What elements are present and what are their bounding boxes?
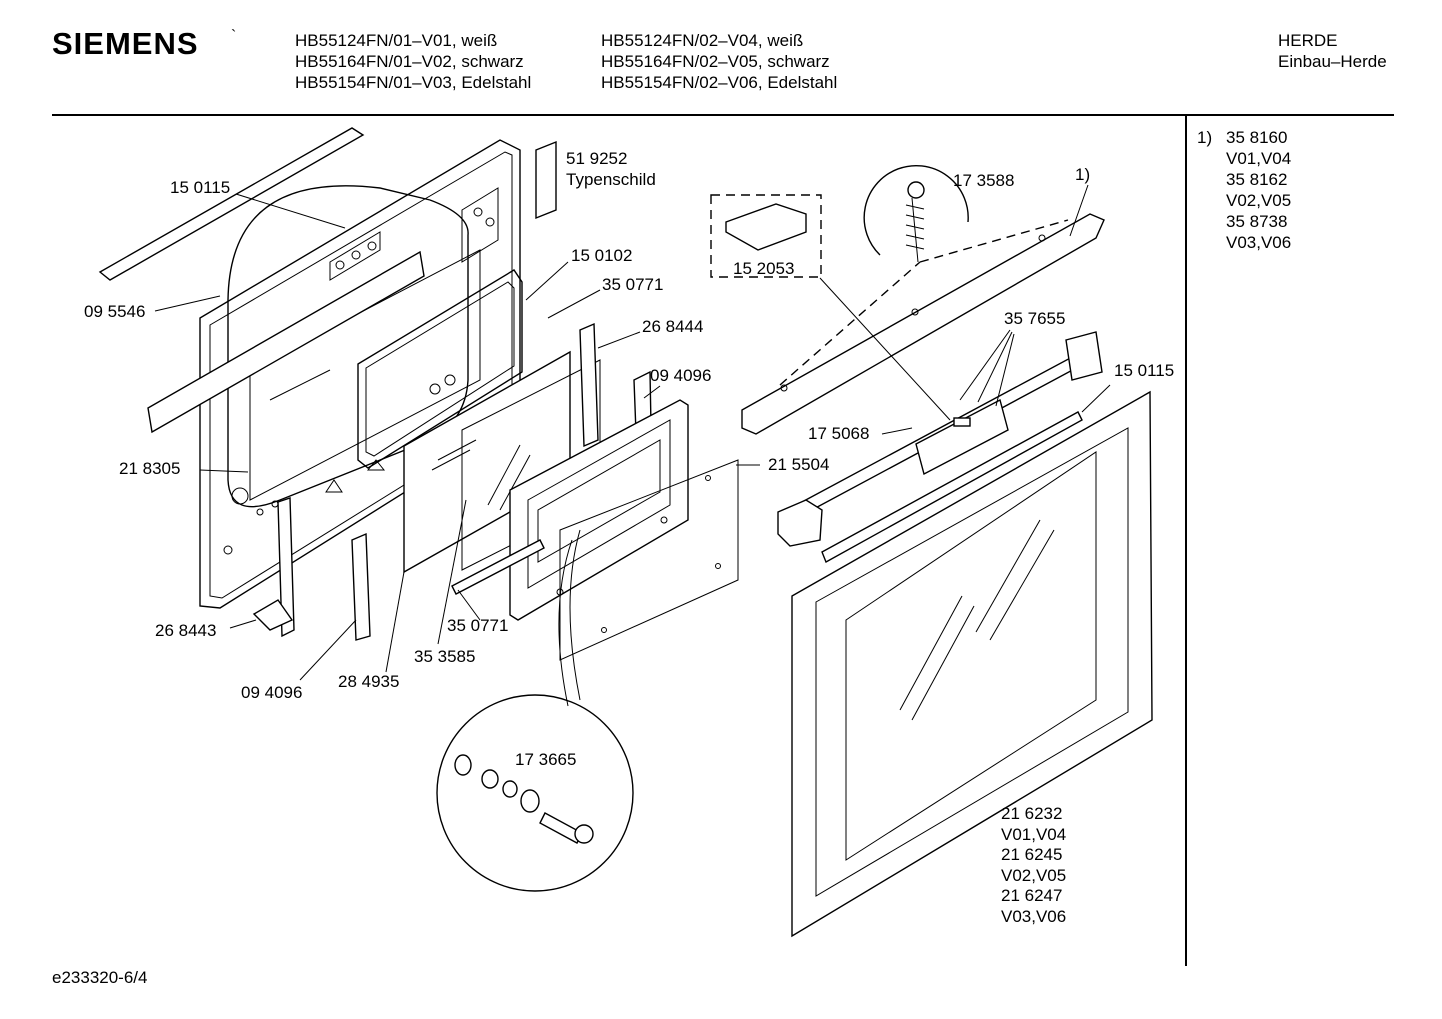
part-label: 35 0771 [602, 275, 664, 294]
model-list-right: HB55124FN/02–V04, weiß HB55164FN/02–V05,… [601, 30, 837, 93]
part-label: 28 4935 [338, 672, 400, 691]
part-label: 51 9252 [566, 149, 628, 168]
part-label: 09 4096 [241, 683, 303, 702]
side-divider [1185, 116, 1187, 966]
door-variant-line: V02,V05 [1001, 865, 1067, 885]
lower-rail [451, 539, 545, 595]
door-gasket [227, 185, 469, 508]
side-note-line: V03,V06 [1226, 233, 1292, 252]
door-back-plate [559, 459, 739, 661]
inner-door-frame [509, 399, 689, 621]
model-entry: HB55154FN/02–V06, Edelstahl [601, 73, 838, 92]
part-label: Typenschild [566, 170, 656, 189]
type-plate-sticker [535, 140, 557, 220]
part-label: 21 8305 [119, 459, 181, 478]
door-variant-line: 21 6232 [1001, 804, 1063, 823]
category-subtitle: Einbau–Herde [1278, 52, 1387, 71]
part-label: 17 3588 [953, 171, 1015, 190]
part-label: 35 0771 [447, 616, 509, 635]
part-box-152053 [710, 194, 822, 278]
part-label: 26 8443 [155, 621, 217, 640]
cover-strip [147, 250, 425, 434]
door-variant-line: 21 6245 [1001, 845, 1063, 864]
door-variant-line: 21 6247 [1001, 886, 1063, 905]
part-label: 09 4096 [650, 366, 712, 385]
side-note-list: 35 8160 V01,V04 35 8162 V02,V05 35 8738 … [1226, 127, 1291, 253]
leader-lines [154, 184, 1111, 681]
frame-vent-slot [329, 231, 381, 281]
model-entry: HB55164FN/01–V02, schwarz [295, 52, 524, 71]
model-entry: HB55124FN/01–V01, weiß [295, 31, 498, 50]
support-rail-left [351, 532, 371, 641]
model-entry: HB55154FN/01–V03, Edelstahl [295, 73, 532, 92]
hinge-rail-left [277, 497, 295, 638]
detail-leader [569, 529, 581, 701]
hinge-bracket-left [252, 599, 294, 631]
handle-cap-right [1065, 331, 1103, 381]
hinge-rail-right [579, 322, 599, 448]
handle-dash-left [779, 261, 921, 386]
door-variant-list: 21 6232 V01,V04 21 6245 V02,V05 21 6247 … [1001, 804, 1066, 927]
side-note-line: V01,V04 [1226, 149, 1292, 168]
spacer-sleeve [454, 754, 472, 776]
model-list-left: HB55124FN/01–V01, weiß HB55164FN/01–V02,… [295, 30, 531, 93]
part-label: 09 5546 [84, 302, 146, 321]
part-label: 35 3585 [414, 647, 476, 666]
side-note-line: V02,V05 [1226, 191, 1292, 210]
detail-screw [539, 812, 583, 844]
side-note-line: 35 8160 [1226, 128, 1288, 147]
side-note-line: 35 8162 [1226, 170, 1288, 189]
hinge-plate [461, 187, 499, 263]
door-variant-line: V03,V06 [1001, 906, 1067, 926]
door-variant-line: V01,V04 [1001, 824, 1067, 844]
model-entry: HB55164FN/02–V05, schwarz [601, 52, 830, 71]
part-label: 26 8444 [642, 317, 704, 336]
brand-logo: SIEMENS [52, 26, 199, 61]
part-label: 15 0102 [571, 246, 633, 265]
outer-door-glass [791, 390, 1153, 938]
part-label: 15 2053 [733, 259, 795, 278]
inner-glass-frame [357, 269, 523, 469]
lower-seal-strip [821, 411, 1083, 563]
screw-detail-circle [436, 694, 634, 892]
handle-cap-left [777, 499, 823, 547]
door-handle-bar [741, 213, 1105, 435]
top-seal-strip [98, 127, 365, 281]
part-label: 1) [1075, 165, 1091, 184]
part-label: 35 7655 [1004, 309, 1066, 328]
part-label: 15 0115 [170, 178, 231, 197]
part-label: 17 5068 [808, 424, 870, 443]
part-label: 15 0115 [1114, 361, 1175, 380]
brand-mark: ` [231, 28, 237, 45]
insulation-block [725, 203, 807, 251]
category-label: HERDE Einbau–Herde [1278, 30, 1387, 72]
document-id: e233320-6/4 [52, 968, 148, 987]
category-title: HERDE [1278, 31, 1338, 50]
part-label: 21 5504 [768, 455, 830, 474]
handle-dash-right [919, 219, 1069, 263]
frame-glass-opening [249, 249, 481, 501]
side-note-marker: 1) [1197, 128, 1213, 147]
side-note-line: 35 8738 [1226, 212, 1288, 231]
part-label: 17 3665 [515, 750, 577, 769]
screw-detail-arc [863, 165, 969, 256]
header-divider [52, 114, 1394, 116]
model-entry: HB55124FN/02–V04, weiß [601, 31, 804, 50]
handle-clip [915, 398, 1009, 476]
